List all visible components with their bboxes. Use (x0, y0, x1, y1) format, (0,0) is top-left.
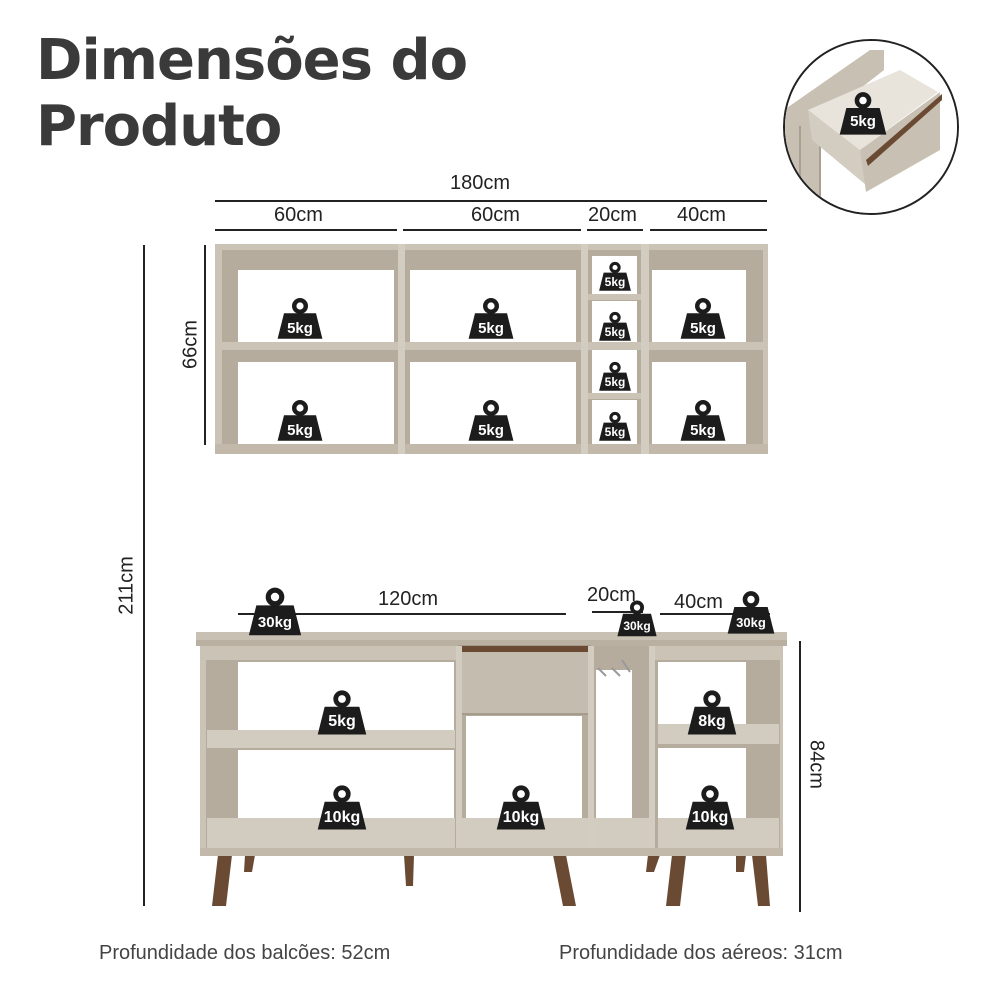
weight-label: 5kg (287, 422, 313, 439)
footer-depth-lower: Profundidade dos balcões: 52cm (99, 942, 391, 964)
weight-label: 10kg (324, 809, 360, 826)
lower-cabinet (196, 632, 787, 906)
weight-label: 5kg (690, 320, 716, 337)
weight-label: 8kg (698, 713, 726, 730)
page-title: Dimensões do Produto (36, 28, 468, 160)
weight-label: 10kg (503, 809, 539, 826)
upper-height: 66cm (179, 320, 202, 369)
lower-width-2: 20cm (587, 584, 636, 606)
weight-labels: 5kg 5kg 5kg 5kg 5kg 5kg 5kg 5kg 5kg 5kg … (258, 113, 876, 826)
upper-width-4: 40cm (677, 204, 726, 226)
upper-width-3: 20cm (588, 204, 637, 226)
weight-label: 5kg (605, 325, 626, 339)
title-line-1: Dimensões do (36, 28, 468, 93)
upper-dimension-lines (143, 200, 767, 906)
weight-label: 5kg (605, 375, 626, 389)
weight-label: 5kg (690, 422, 716, 439)
upper-width-2: 60cm (471, 204, 520, 226)
upper-width-1: 60cm (274, 204, 323, 226)
weight-label: 10kg (692, 809, 728, 826)
total-height: 211cm (115, 556, 138, 615)
weight-label: 30kg (623, 619, 650, 633)
cabinet-legs (212, 855, 770, 906)
weight-label: 5kg (605, 275, 626, 289)
weight-label: 30kg (258, 614, 292, 631)
weight-label: 5kg (328, 713, 356, 730)
weight-label: 5kg (478, 422, 504, 439)
lower-width-1: 120cm (378, 588, 439, 610)
weight-label: 5kg (287, 320, 313, 337)
footer-depth-upper: Profundidade dos aéreos: 31cm (559, 942, 843, 964)
drawer-inset (783, 39, 959, 215)
lower-width-3: 40cm (674, 591, 723, 613)
title-line-2: Produto (36, 94, 282, 159)
lower-height: 84cm (805, 740, 828, 789)
weight-label: 30kg (736, 615, 766, 630)
weight-label: 5kg (605, 425, 626, 439)
weight-label: 5kg (478, 320, 504, 337)
weight-label: 5kg (850, 113, 876, 130)
upper-total-width: 180cm (450, 172, 511, 194)
